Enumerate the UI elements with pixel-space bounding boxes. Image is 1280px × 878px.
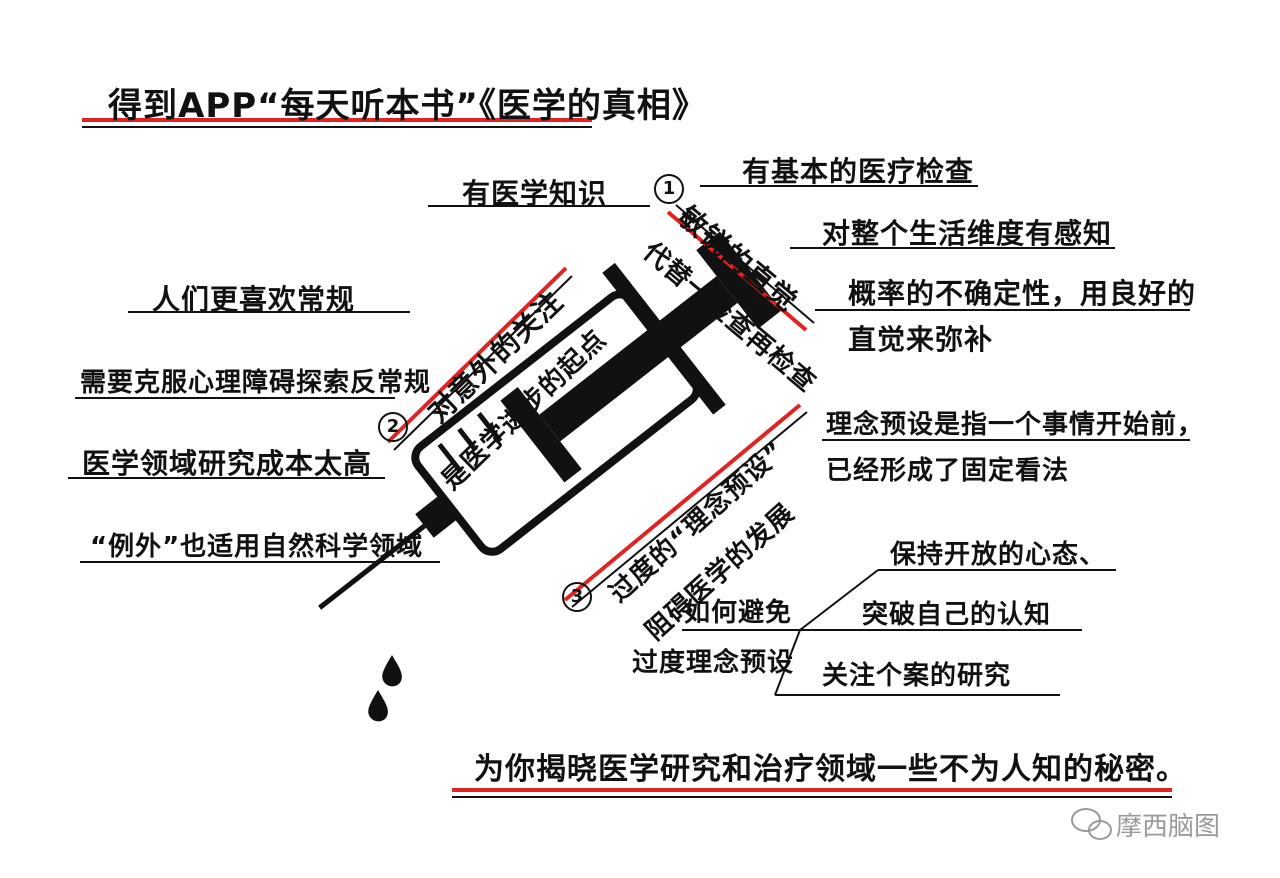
syringe-illustration [318, 231, 782, 610]
section1-red-line [666, 210, 808, 332]
page-title: 得到APP“每天听本书”《医学的真相》 [108, 86, 707, 126]
branch-3a: 理念预设是指一个事情开始前， [826, 410, 1205, 440]
branch-3b: 已经形成了固定看法 [826, 456, 1070, 486]
wechat-icon [1071, 808, 1112, 840]
branch-3g: 关注个案的研究 [822, 661, 1012, 691]
branch-1d: 概率的不确定性，用良好的 [848, 277, 1197, 310]
branch-3c: 如何避免 [684, 598, 793, 628]
section3-number: 3 [562, 582, 592, 612]
section2-number: 2 [378, 412, 408, 442]
branch-3f: 突破自己的认知 [862, 600, 1052, 630]
drop-1 [382, 655, 402, 687]
branch-2b: 需要克服心理障碍探索反常规 [80, 368, 432, 398]
watermark: 摩西脑图 [1116, 812, 1221, 842]
branch-2d: “例外”也适用自然科学领域 [90, 532, 424, 562]
section3-red-line [563, 403, 802, 602]
branch-1e: 直觉来弥补 [848, 323, 994, 356]
branch-1a: 有医学知识 [462, 177, 608, 210]
branch-2c: 医学领域研究成本太高 [82, 447, 373, 480]
section2-red-line [386, 266, 568, 444]
branch-3e: 保持开放的心态、 [890, 540, 1107, 570]
branch-1c: 对整个生活维度有感知 [822, 217, 1113, 250]
drop-2 [368, 690, 388, 722]
section1-number: 1 [654, 174, 684, 204]
branch-2a: 人们更喜欢常规 [152, 283, 356, 316]
branch-1b: 有基本的医疗检查 [742, 155, 975, 188]
branch-3d: 过度理念预设 [632, 648, 795, 678]
bottom-caption: 为你揭晓医学研究和治疗领域一些不为人知的秘密。 [474, 752, 1187, 787]
